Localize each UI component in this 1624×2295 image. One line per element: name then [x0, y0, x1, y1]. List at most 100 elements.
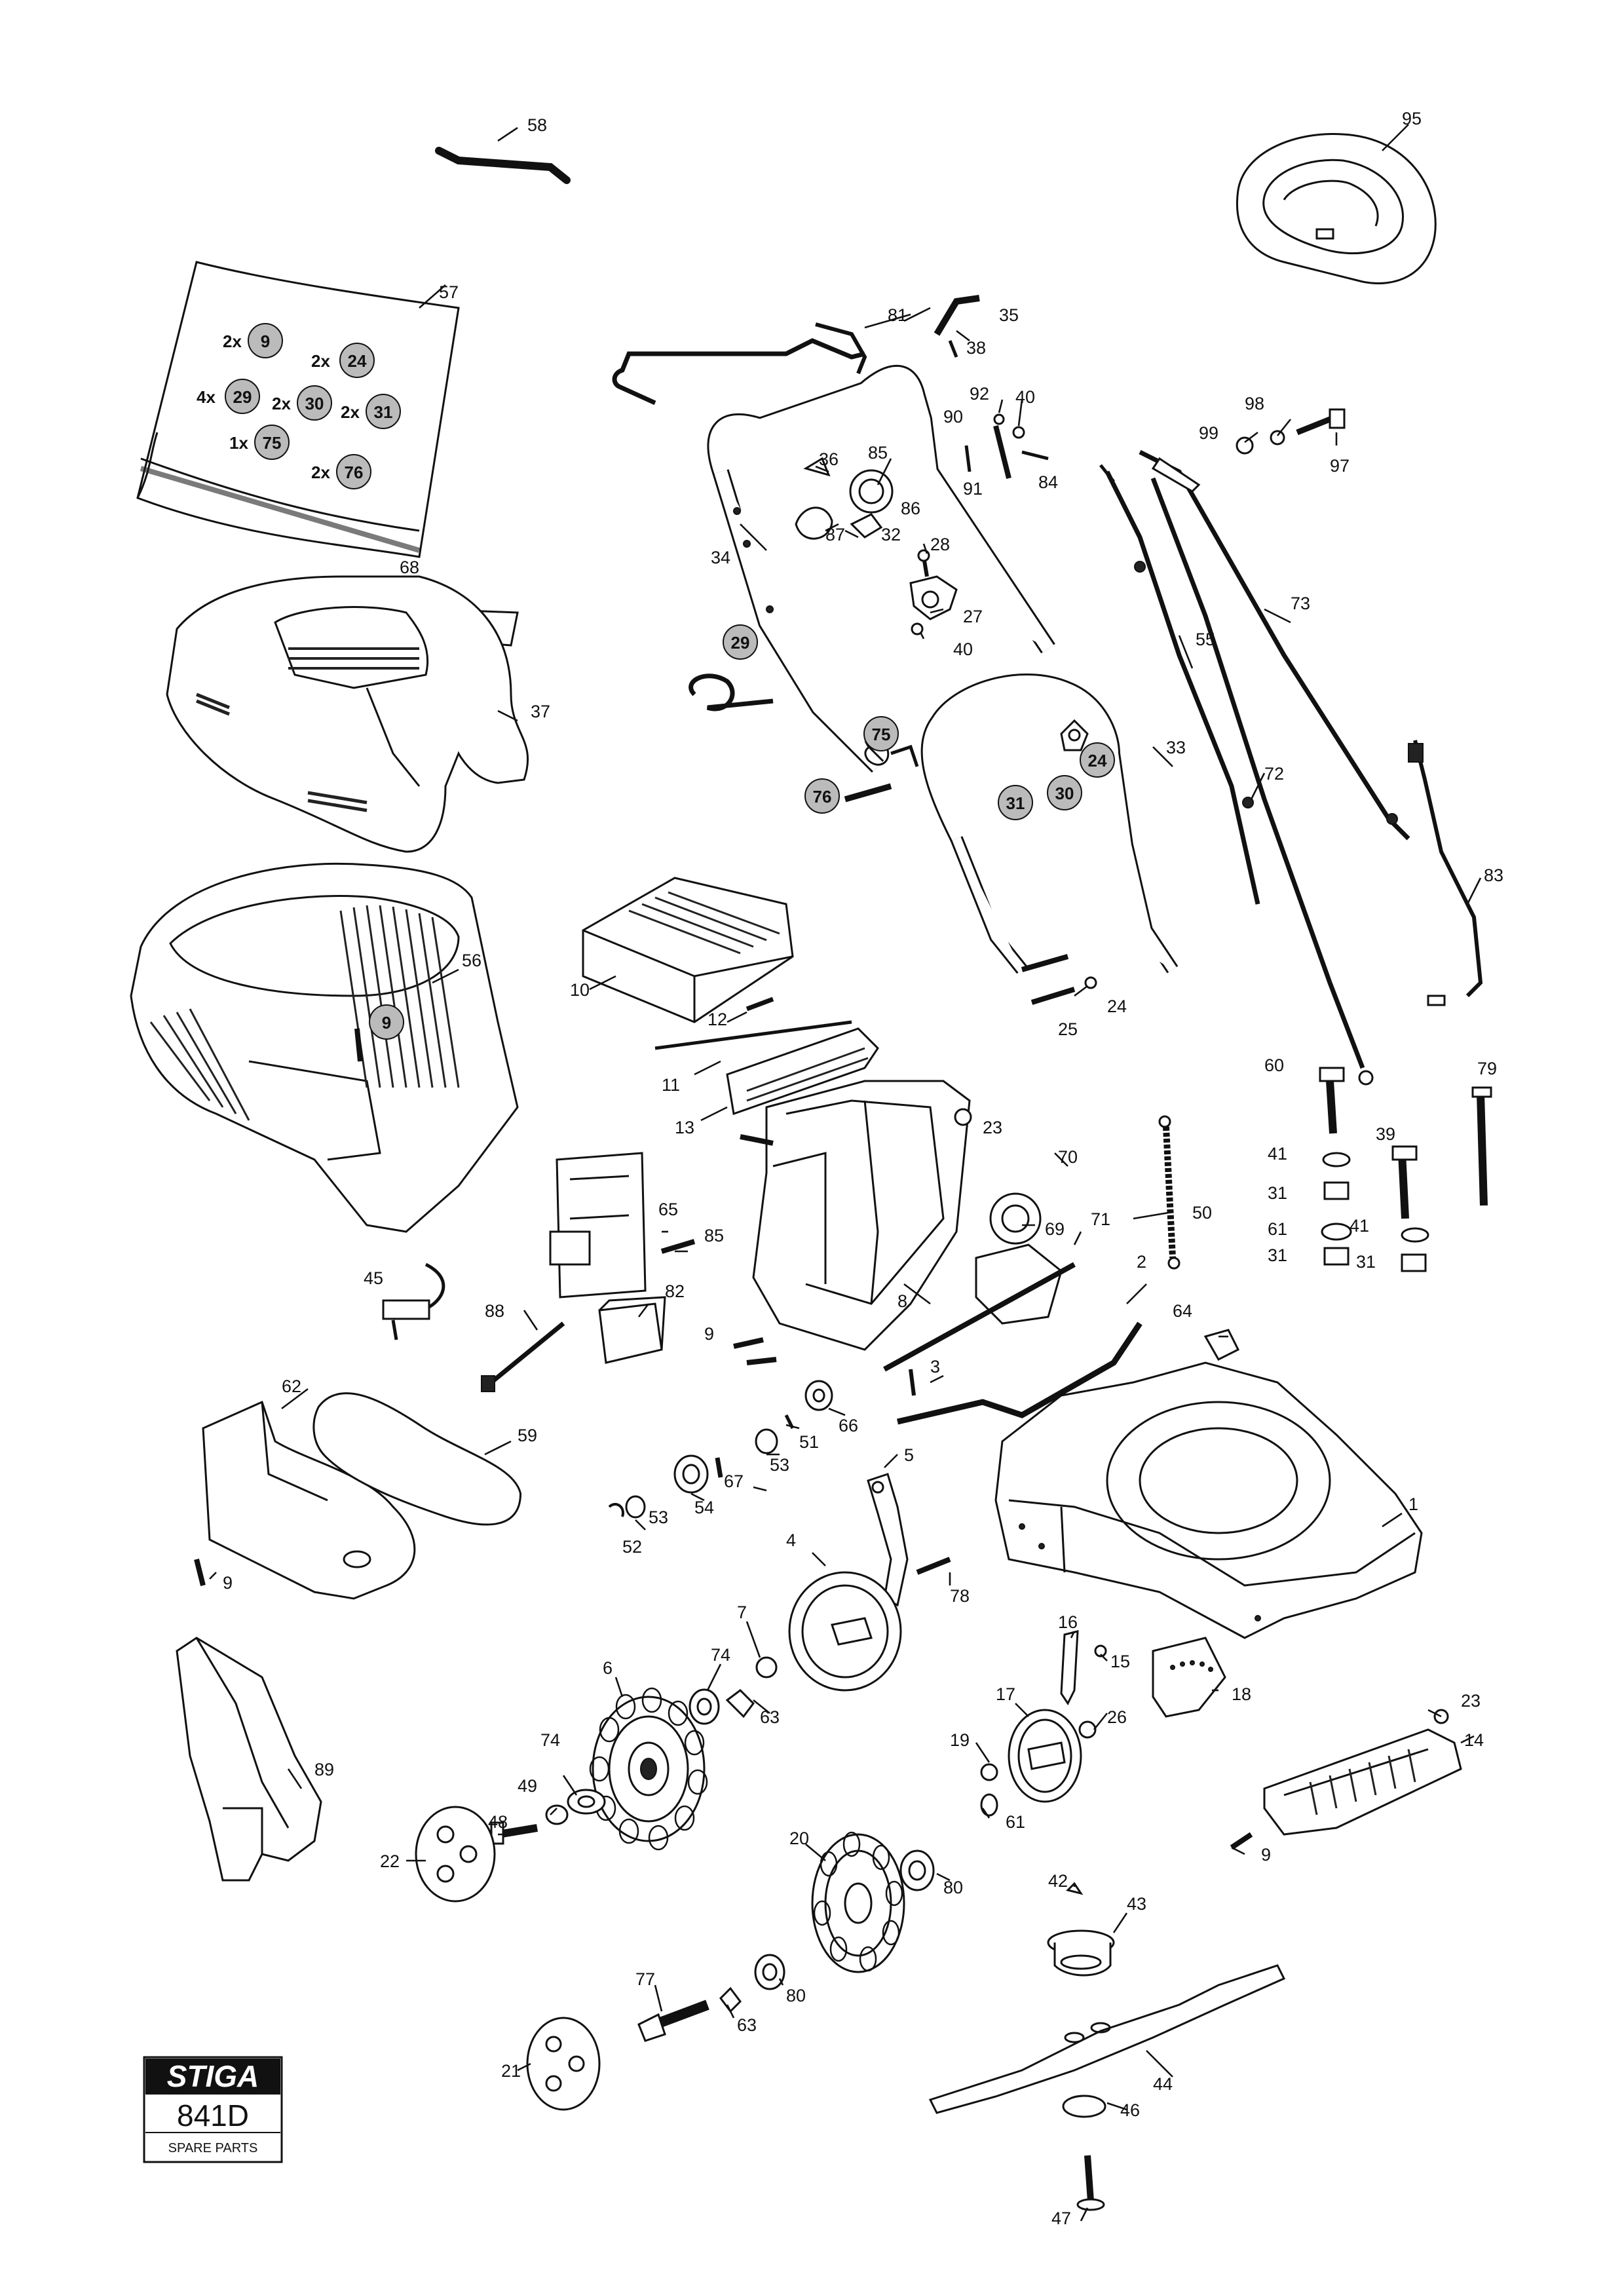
part-front-wheel [754, 1831, 935, 1990]
callout-74: 74 [711, 1645, 730, 1665]
svg-text:2x: 2x [223, 332, 242, 351]
callout-41: 41 [1268, 1144, 1287, 1164]
callout-54: 54 [694, 1498, 714, 1517]
part-engine-hood [166, 575, 529, 853]
callout-2: 2 [1137, 1252, 1146, 1272]
callout-13: 13 [675, 1118, 694, 1137]
part-control-bar [612, 295, 980, 406]
callout-65: 65 [658, 1200, 678, 1219]
callout-55: 55 [1196, 630, 1215, 649]
part-block-82 [598, 1296, 666, 1364]
callout-77: 77 [635, 1969, 655, 1989]
callout-62: 62 [282, 1376, 301, 1396]
callout-11: 11 [662, 1075, 680, 1095]
callout-98: 98 [1245, 394, 1264, 413]
callout-78: 78 [950, 1586, 970, 1606]
callout-26: 26 [1107, 1707, 1127, 1727]
part-clip [1203, 1329, 1240, 1361]
kit-line-9: 2x 9 [223, 323, 283, 358]
circled-callout-75: 75 [863, 716, 899, 751]
callout-40: 40 [1015, 387, 1035, 407]
part-belt-guard [202, 1400, 416, 1600]
callout-80: 80 [943, 1878, 963, 1897]
callout-9d: 9 [1261, 1845, 1271, 1865]
callout-46: 46 [1120, 2100, 1140, 2120]
part-cable-bracket [909, 549, 958, 620]
circled-callout-24: 24 [1080, 742, 1115, 778]
callout-87: 87 [825, 525, 845, 544]
callout-23: 23 [983, 1118, 1002, 1137]
callout-31c: 31 [1356, 1252, 1376, 1272]
callout-38: 38 [966, 338, 986, 358]
callout-50: 50 [1192, 1203, 1212, 1223]
callout-53: 53 [770, 1455, 789, 1475]
callout-61: 61 [1268, 1219, 1287, 1239]
callout-32: 32 [881, 525, 901, 544]
circled-callout-30: 30 [1047, 775, 1082, 810]
callout-16: 16 [1058, 1612, 1078, 1632]
callout-56: 56 [462, 951, 482, 970]
circled-callout-31: 31 [998, 785, 1033, 820]
svg-text:1x: 1x [229, 433, 248, 453]
callout-97: 97 [1330, 456, 1350, 476]
circled-callouts: 29 75 24 31 30 76 9 [369, 624, 1115, 1040]
svg-text:29: 29 [233, 387, 252, 407]
callout-22: 22 [380, 1851, 400, 1871]
part-screw-left [194, 1559, 206, 1586]
callout-48: 48 [488, 1812, 508, 1832]
callout-14: 14 [1464, 1730, 1484, 1750]
part-gearbox [883, 1192, 1076, 1372]
circled-callout-76: 76 [804, 778, 840, 814]
callout-58: 58 [527, 115, 547, 135]
callout-25: 25 [1058, 1019, 1078, 1039]
callout-28: 28 [930, 535, 950, 554]
part-axle-bolt [637, 1986, 742, 2042]
callout-90: 90 [943, 407, 963, 427]
callout-5: 5 [904, 1445, 914, 1465]
svg-text:9: 9 [261, 332, 270, 351]
brand-logo-bar [145, 2058, 280, 2095]
callout-7: 7 [737, 1603, 747, 1622]
callout-66: 66 [839, 1416, 858, 1435]
callout-63: 63 [760, 1707, 780, 1727]
part-front-axle-parts [980, 1630, 1226, 1817]
callout-31b: 31 [1268, 1245, 1287, 1265]
callout-71: 71 [1091, 1209, 1110, 1229]
part-bolts-nuts-right [1319, 1067, 1492, 1272]
callout-81: 81 [888, 305, 907, 325]
callout-59: 59 [518, 1426, 537, 1445]
part-bolt-washer-nut [1236, 408, 1346, 455]
callout-42: 42 [1048, 1871, 1068, 1891]
svg-text:75: 75 [872, 725, 891, 744]
callout-21: 21 [501, 2061, 521, 2081]
callout-74b: 74 [540, 1730, 560, 1750]
callout-80b: 80 [786, 1986, 806, 2005]
callout-10: 10 [570, 980, 590, 1000]
part-mower-deck [994, 1361, 1423, 1639]
callout-27: 27 [963, 607, 983, 626]
callout-85: 85 [868, 443, 888, 463]
part-small-screws-upper [911, 413, 1049, 635]
callout-40b: 40 [953, 639, 973, 659]
part-bracket-65 [549, 1152, 647, 1299]
svg-text:31: 31 [1006, 793, 1025, 813]
callout-86: 86 [901, 499, 920, 518]
part-rear-wheel [589, 1687, 708, 1851]
svg-text:9: 9 [382, 1013, 391, 1033]
part-allen-key [435, 126, 571, 184]
callout-57: 57 [439, 282, 459, 302]
svg-text:30: 30 [1055, 784, 1074, 803]
callout-20: 20 [789, 1829, 809, 1848]
part-drive-belt [312, 1392, 522, 1526]
callout-17: 17 [996, 1684, 1015, 1704]
circled-callout-29: 29 [723, 624, 758, 660]
part-mulch-plug [176, 1637, 322, 1882]
callout-9b: 9 [704, 1324, 714, 1344]
part-wheel-washers-lower [490, 1789, 606, 1845]
part-control-cables [1099, 449, 1410, 1086]
svg-text:2x: 2x [311, 463, 330, 482]
part-top-cover [1236, 124, 1437, 284]
svg-text:4x: 4x [197, 387, 216, 407]
callout-45: 45 [364, 1268, 383, 1288]
callout-53b: 53 [649, 1508, 668, 1527]
